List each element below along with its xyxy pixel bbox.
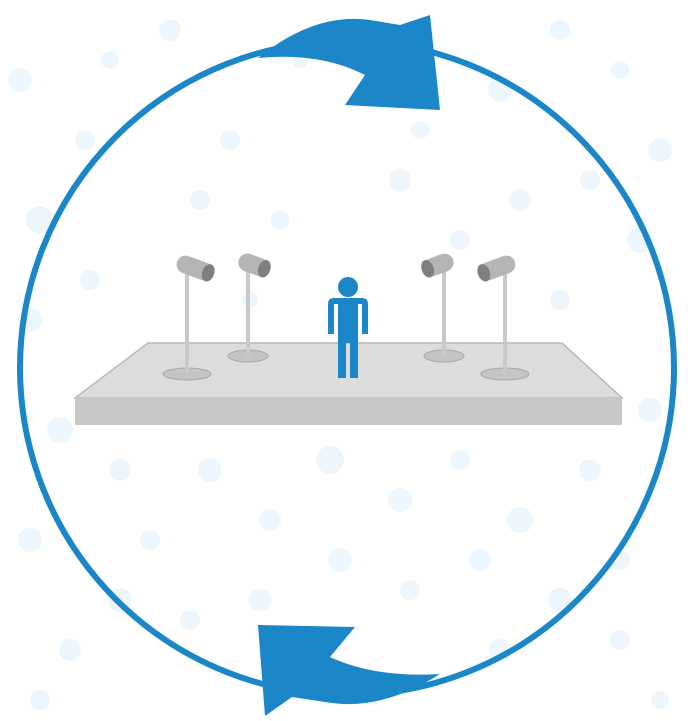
person-head <box>338 277 358 297</box>
camera-lens <box>257 260 271 278</box>
background-dot <box>507 507 533 533</box>
background-dot <box>59 639 81 661</box>
stage-front <box>75 398 622 425</box>
background-dot <box>180 610 200 630</box>
background-dot <box>259 509 281 531</box>
background-dot <box>75 130 95 150</box>
camera-lens <box>477 264 491 282</box>
background-dot <box>109 459 131 481</box>
background-dot <box>579 459 601 481</box>
background-dot <box>198 458 222 482</box>
background-dot <box>450 230 470 250</box>
background-dot <box>580 170 600 190</box>
background-dot <box>388 488 412 512</box>
background-dot <box>638 398 662 422</box>
camera-pole <box>246 270 250 356</box>
background-dot <box>550 20 570 40</box>
background-dot <box>140 530 160 550</box>
background-dot <box>18 528 42 552</box>
background-dot <box>651 691 669 709</box>
background-dot <box>47 417 73 443</box>
camera-1 <box>162 255 215 381</box>
background-dot <box>550 290 570 310</box>
background-dot <box>316 446 344 474</box>
capture-stage <box>72 342 624 425</box>
background-dot <box>8 68 32 92</box>
background-dot <box>80 270 100 290</box>
background-dot <box>548 588 572 612</box>
camera-pole <box>442 270 446 356</box>
background-dot <box>611 61 629 79</box>
bottom-clockwise-arrow <box>258 625 440 716</box>
background-dot <box>328 548 352 572</box>
top-clockwise-arrow <box>258 15 440 110</box>
camera-lens <box>421 260 435 278</box>
background-dot <box>271 211 289 229</box>
background-dot <box>30 690 50 710</box>
stage-top <box>72 342 624 399</box>
background-dot <box>509 189 531 211</box>
background-dot <box>648 138 672 162</box>
background-dot <box>411 121 429 139</box>
background-dot <box>249 589 271 611</box>
person-icon <box>328 277 368 378</box>
background-dot <box>610 630 630 650</box>
person-body <box>328 298 368 378</box>
camera-3 <box>421 253 465 363</box>
background-dot <box>400 580 420 600</box>
background-dot <box>220 130 240 150</box>
camera-4 <box>477 255 530 381</box>
background-dot <box>159 19 181 41</box>
background-dot <box>190 190 210 210</box>
camera-group <box>162 253 530 381</box>
camera-pole <box>503 270 507 374</box>
background-dot <box>26 206 54 234</box>
background-dot <box>389 169 411 191</box>
camera-2 <box>227 253 271 363</box>
background-dot <box>450 450 470 470</box>
background-dot <box>469 549 491 571</box>
background-dot <box>101 51 119 69</box>
camera-pole <box>185 270 189 374</box>
camera-lens <box>201 264 215 282</box>
